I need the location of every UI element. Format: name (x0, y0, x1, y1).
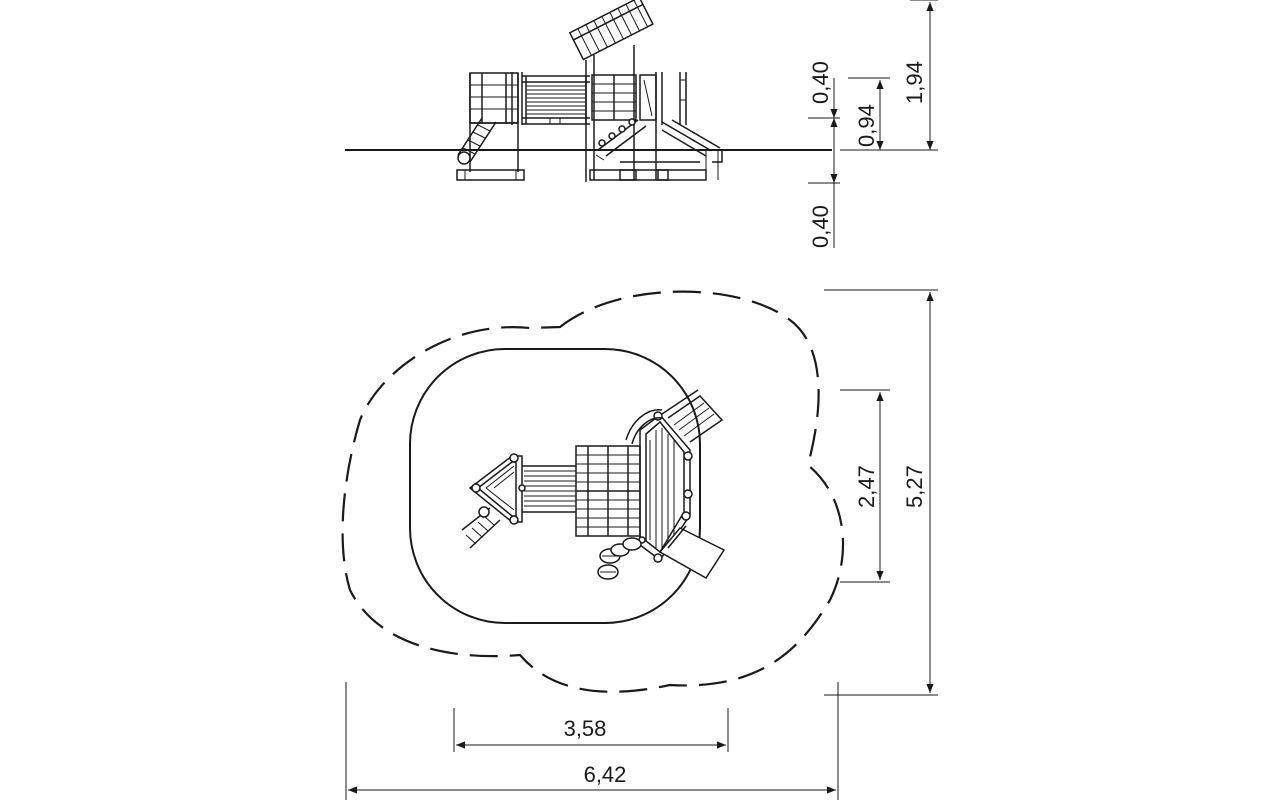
slide-elevation (661, 119, 723, 180)
plan-dimensions: 2,47 5,27 3,58 6,42 (345, 289, 938, 800)
elevation-total-label: 1,94 (902, 61, 927, 104)
roof-elevation (568, 0, 654, 61)
climbing-steps-plan (597, 537, 642, 580)
foundation-depth-label: 0,40 (808, 205, 833, 248)
side-elevation-view (345, 0, 832, 182)
plan-depth-equipment-label: 2,47 (854, 465, 879, 508)
left-ladder-plan (461, 506, 501, 549)
plan-depth-total-label: 5,27 (902, 465, 927, 508)
left-tower-plan (468, 453, 526, 525)
bridge-elevation (522, 75, 590, 125)
elevation-top-label: 0,40 (808, 61, 833, 104)
elevation-dimensions: 0,40 0,94 1,94 0,40 (808, 0, 938, 248)
safety-zone-outline (341, 290, 845, 693)
roof-plan (575, 445, 641, 537)
right-tower-plan (625, 409, 693, 563)
elevation-platform-label: 0,94 (854, 104, 879, 147)
left-tower-elevation (456, 72, 525, 181)
plan-view (341, 290, 845, 693)
climbing-steps-elevation (595, 118, 647, 161)
plan-width-total-label: 6,42 (584, 762, 627, 787)
upper-ladder-plan (661, 389, 724, 443)
plan-width-equipment-label: 3,58 (564, 716, 607, 741)
slide-plan (658, 525, 726, 580)
left-ladder-elevation (457, 117, 497, 165)
bridge-plan (522, 465, 582, 513)
right-tower-elevation (585, 45, 707, 182)
impact-surface-area (409, 348, 701, 624)
